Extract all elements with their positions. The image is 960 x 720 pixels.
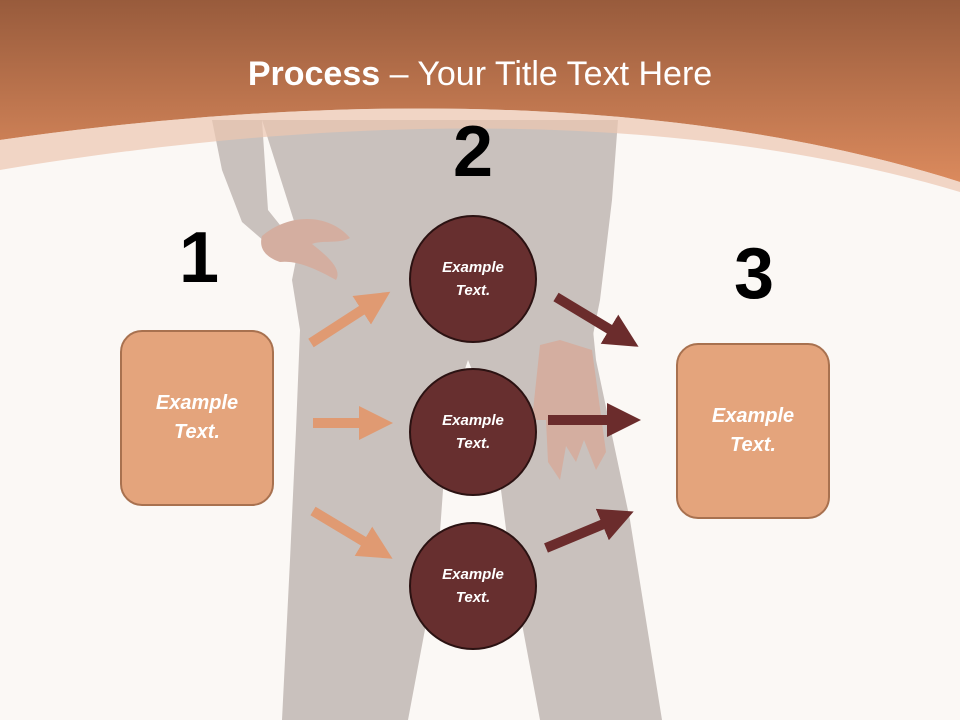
step-3-box-text: Example Text. — [693, 402, 813, 460]
person-silhouette-image — [212, 120, 662, 720]
step-2-circle-bottom: Example Text. — [409, 522, 537, 650]
circle-middle-text-line2: Text. — [455, 435, 491, 452]
step-1-box-text-line1: Example — [155, 392, 239, 414]
step-number-1: 1 — [178, 218, 220, 298]
arrow-light-up — [308, 291, 391, 348]
step-3-box-text-line1: Example — [711, 405, 795, 427]
circle-bottom-text-line1: Example — [442, 566, 504, 583]
slide-title: Process – Your Title Text Here — [0, 52, 960, 96]
step-1-box-text: Example Text. — [137, 389, 257, 447]
circle-top-text-line2: Text. — [455, 282, 491, 299]
circle-bottom-text-line2: Text. — [455, 589, 491, 606]
step-2-circle-top: Example Text. — [409, 215, 537, 343]
arrow-dark-down — [553, 292, 639, 347]
arrow-dark-up — [544, 508, 634, 553]
title-bold: Process — [247, 55, 381, 93]
circle-top-text-line1: Example — [442, 259, 504, 276]
step-1-box: Example Text. — [120, 330, 274, 506]
step-3-box: Example Text. — [676, 343, 830, 519]
header-swoosh — [0, 108, 960, 192]
header-band — [0, 0, 960, 182]
circle-middle-text-line1: Example — [442, 412, 504, 429]
step-3-box-text-line2: Text. — [730, 434, 776, 456]
arrow-light-down — [310, 506, 393, 559]
title-rest: – Your Title Text Here — [380, 55, 713, 93]
step-number-2: 2 — [452, 112, 494, 192]
step-number-3: 3 — [733, 234, 775, 314]
step-1-box-text-line2: Text. — [174, 421, 220, 443]
step-2-circle-middle: Example Text. — [409, 368, 537, 496]
